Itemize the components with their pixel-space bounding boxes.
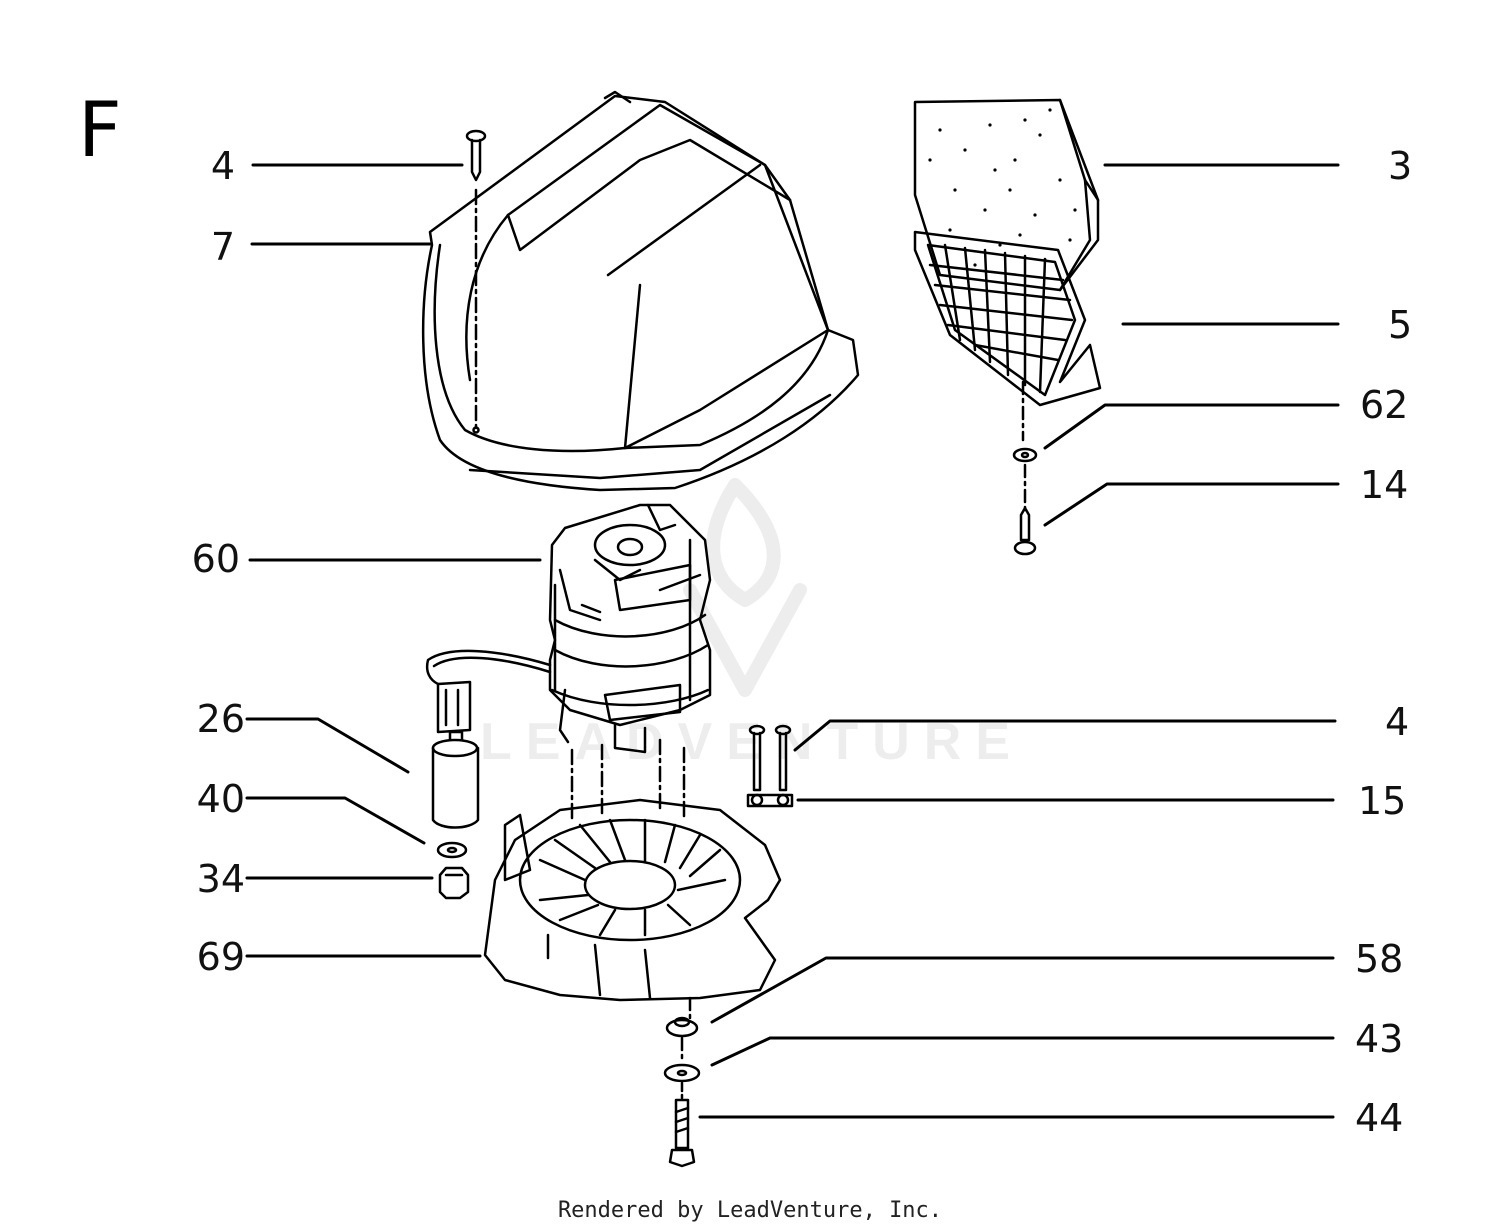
part-7-cover-housing	[421, 90, 860, 492]
part-5-filter-grille	[913, 230, 1102, 442]
part-69-fan-base	[483, 798, 782, 1022]
callout-14: 14	[1360, 463, 1409, 507]
callout-62: 62	[1360, 383, 1409, 427]
callout-58: 58	[1355, 937, 1404, 981]
part-60-motor	[548, 503, 712, 754]
callout-4-right: 4	[1385, 700, 1410, 744]
part-58-spacer	[665, 1016, 699, 1062]
callout-60: 60	[191, 537, 240, 581]
part-34-nut	[438, 866, 470, 900]
leader-lines	[245, 163, 1340, 1119]
part-15-clip	[746, 793, 794, 808]
motor-wire-connector	[425, 649, 552, 734]
part-14-screw	[1013, 506, 1037, 556]
callout-34: 34	[196, 857, 245, 901]
callout-7: 7	[210, 225, 235, 269]
callout-69: 69	[196, 935, 245, 979]
watermark-text: LEADVENTURE	[480, 713, 1025, 771]
callout-40: 40	[196, 777, 245, 821]
part-44-bolt	[668, 1098, 696, 1168]
callout-4-top: 4	[210, 144, 235, 188]
callout-5: 5	[1388, 303, 1413, 347]
part-26-capacitor	[431, 730, 480, 829]
callout-44: 44	[1355, 1096, 1404, 1140]
footer-credit: Rendered by LeadVenture, Inc.	[557, 1198, 943, 1223]
callout-26: 26	[196, 697, 245, 741]
part-62-washer	[1012, 447, 1038, 514]
part-4-screws-right	[748, 724, 792, 792]
callout-15: 15	[1358, 779, 1407, 823]
part-4-screw-top	[465, 129, 487, 434]
callout-43: 43	[1355, 1017, 1404, 1061]
part-3-foam-filter	[913, 98, 1100, 292]
part-40-washer	[436, 841, 468, 859]
watermark-logo-icon	[683, 478, 807, 697]
callout-3: 3	[1388, 144, 1413, 188]
section-letter: F	[78, 85, 122, 174]
part-43-washer	[663, 1063, 701, 1100]
